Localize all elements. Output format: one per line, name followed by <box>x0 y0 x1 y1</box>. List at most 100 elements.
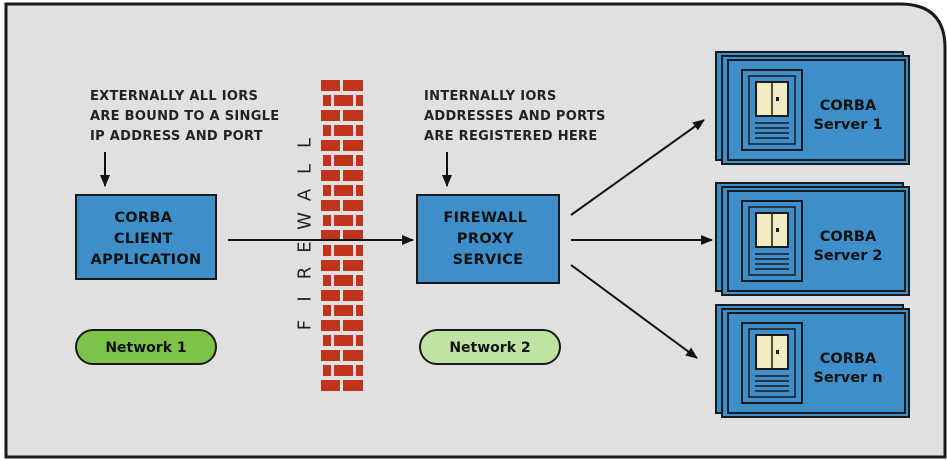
server-stack-2: CORBA Server 2 <box>715 182 910 296</box>
brick <box>321 380 340 391</box>
proxy-to-server-1-arrow <box>570 119 705 216</box>
client-label-line-3: APPLICATION <box>91 252 202 268</box>
brick <box>356 155 363 166</box>
firewall-letter: L <box>295 138 316 148</box>
brick <box>334 275 353 286</box>
firewall-proxy-service-box <box>416 194 560 284</box>
firewall-letter: A <box>295 188 316 201</box>
proxy-label-line-1: FIREWALL <box>443 210 527 226</box>
brick <box>356 95 363 106</box>
network-2-label: Network 2 <box>449 340 530 356</box>
brick <box>343 260 363 271</box>
firewall-letter: R <box>295 267 316 280</box>
server-cabinet-icon <box>741 322 803 404</box>
brick <box>343 380 363 391</box>
brick <box>356 245 363 256</box>
server-label-line-2: Server n <box>813 370 882 386</box>
brick <box>321 350 340 361</box>
server-cabinet-icon <box>741 69 803 151</box>
firewall-letter: I <box>295 296 316 301</box>
external-note: EXTERNALLY ALL IORS ARE BOUND TO A SINGL… <box>90 89 284 144</box>
brick <box>334 155 353 166</box>
network-1-pill <box>75 329 217 365</box>
proxy-label-line-3: SERVICE <box>453 252 524 268</box>
external-note-line-3: IP ADDRESS AND PORT <box>90 129 263 144</box>
external-note-line-2: ARE BOUND TO A SINGLE <box>90 109 279 124</box>
brick <box>343 200 363 211</box>
brick <box>323 305 331 316</box>
brick <box>343 80 363 91</box>
firewall-letter: L <box>295 164 316 174</box>
brick <box>321 320 340 331</box>
server-stack-3: CORBA Server n <box>715 304 910 418</box>
proxy-to-server-n-arrow <box>570 264 698 359</box>
brick <box>356 335 363 346</box>
client-label-line-1: CORBA <box>114 210 172 226</box>
firewall-proxy-service-label: FIREWALL PROXY SERVICE <box>443 210 532 268</box>
server-stacks: CORBA Server 1 CORBA Server 2 CORBA Server n <box>715 51 910 418</box>
brick <box>323 185 331 196</box>
brick <box>321 200 340 211</box>
server-2-label: CORBA Server 2 <box>813 229 882 264</box>
brick <box>334 95 353 106</box>
internal-note-line-2: ADDRESSES AND PORTS <box>424 109 606 124</box>
server-label-line-1: CORBA <box>820 351 877 367</box>
server-label-line-2: Server 1 <box>813 117 882 133</box>
server-cabinet-icon <box>741 200 803 282</box>
brick <box>356 185 363 196</box>
brick <box>321 290 340 301</box>
internal-note-line-3: ARE REGISTERED HERE <box>424 129 598 144</box>
server-label-line-1: CORBA <box>820 98 877 114</box>
brick <box>356 215 363 226</box>
brick <box>334 185 353 196</box>
brick <box>334 335 353 346</box>
server-stack-1: CORBA Server 1 <box>715 51 910 165</box>
brick <box>321 260 340 271</box>
brick <box>323 365 331 376</box>
brick <box>323 245 331 256</box>
brick <box>321 230 340 241</box>
brick <box>323 155 331 166</box>
brick <box>356 275 363 286</box>
brick <box>343 170 363 181</box>
brick <box>323 335 331 346</box>
brick <box>343 110 363 121</box>
server-3-label: CORBA Server n <box>813 351 882 386</box>
firewall-letter: E <box>295 241 316 252</box>
proxy-label-line-2: PROXY <box>457 231 514 247</box>
internal-note-line-1: INTERNALLY IORS <box>424 89 557 104</box>
network-2-pill <box>419 329 561 365</box>
brick <box>356 125 363 136</box>
brick <box>356 365 363 376</box>
brick <box>334 215 353 226</box>
firewall-letter: W <box>295 212 316 230</box>
brick <box>334 305 353 316</box>
brick <box>356 305 363 316</box>
firewall-letter: F <box>295 320 316 330</box>
client-application-box <box>75 194 217 280</box>
brick <box>343 320 363 331</box>
brick <box>321 140 340 151</box>
brick <box>321 80 340 91</box>
brick <box>334 365 353 376</box>
brick <box>323 275 331 286</box>
brick <box>343 290 363 301</box>
brick <box>321 170 340 181</box>
firewall-brick-wall <box>321 80 363 391</box>
server-label-line-2: Server 2 <box>813 248 882 264</box>
brick <box>334 245 353 256</box>
client-application-label: CORBA CLIENT APPLICATION <box>91 210 202 268</box>
brick <box>343 230 363 241</box>
internal-note: INTERNALLY IORS ADDRESSES AND PORTS ARE … <box>424 89 610 144</box>
network-1-label: Network 1 <box>105 340 186 356</box>
client-label-line-2: CLIENT <box>114 231 173 247</box>
server-label-line-1: CORBA <box>820 229 877 245</box>
brick <box>321 110 340 121</box>
external-note-line-1: EXTERNALLY ALL IORS <box>90 89 258 104</box>
firewall-label: F I R EWA L L <box>295 138 316 330</box>
brick <box>323 125 331 136</box>
brick <box>323 215 331 226</box>
brick <box>343 140 363 151</box>
brick <box>323 95 331 106</box>
